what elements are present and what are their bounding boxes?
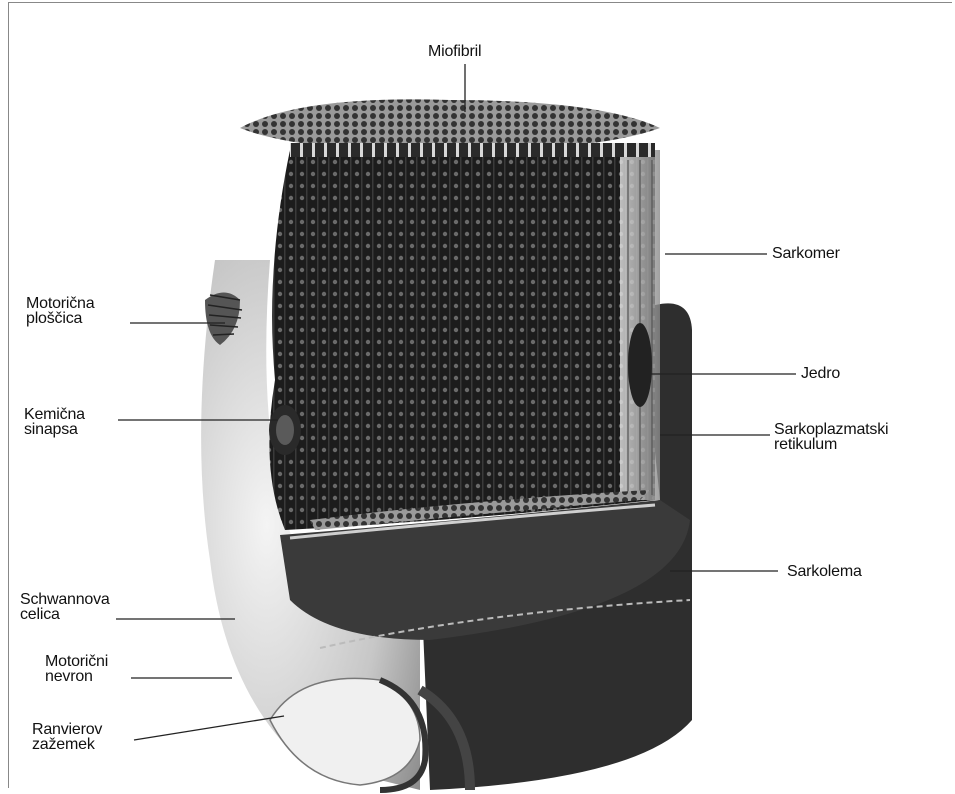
label-sarkolema: Sarkolema [787, 564, 862, 579]
label-sarkomer: Sarkomer [772, 246, 840, 261]
label-jedro: Jedro [801, 366, 840, 381]
label-miofibril: Miofibril [428, 44, 481, 59]
